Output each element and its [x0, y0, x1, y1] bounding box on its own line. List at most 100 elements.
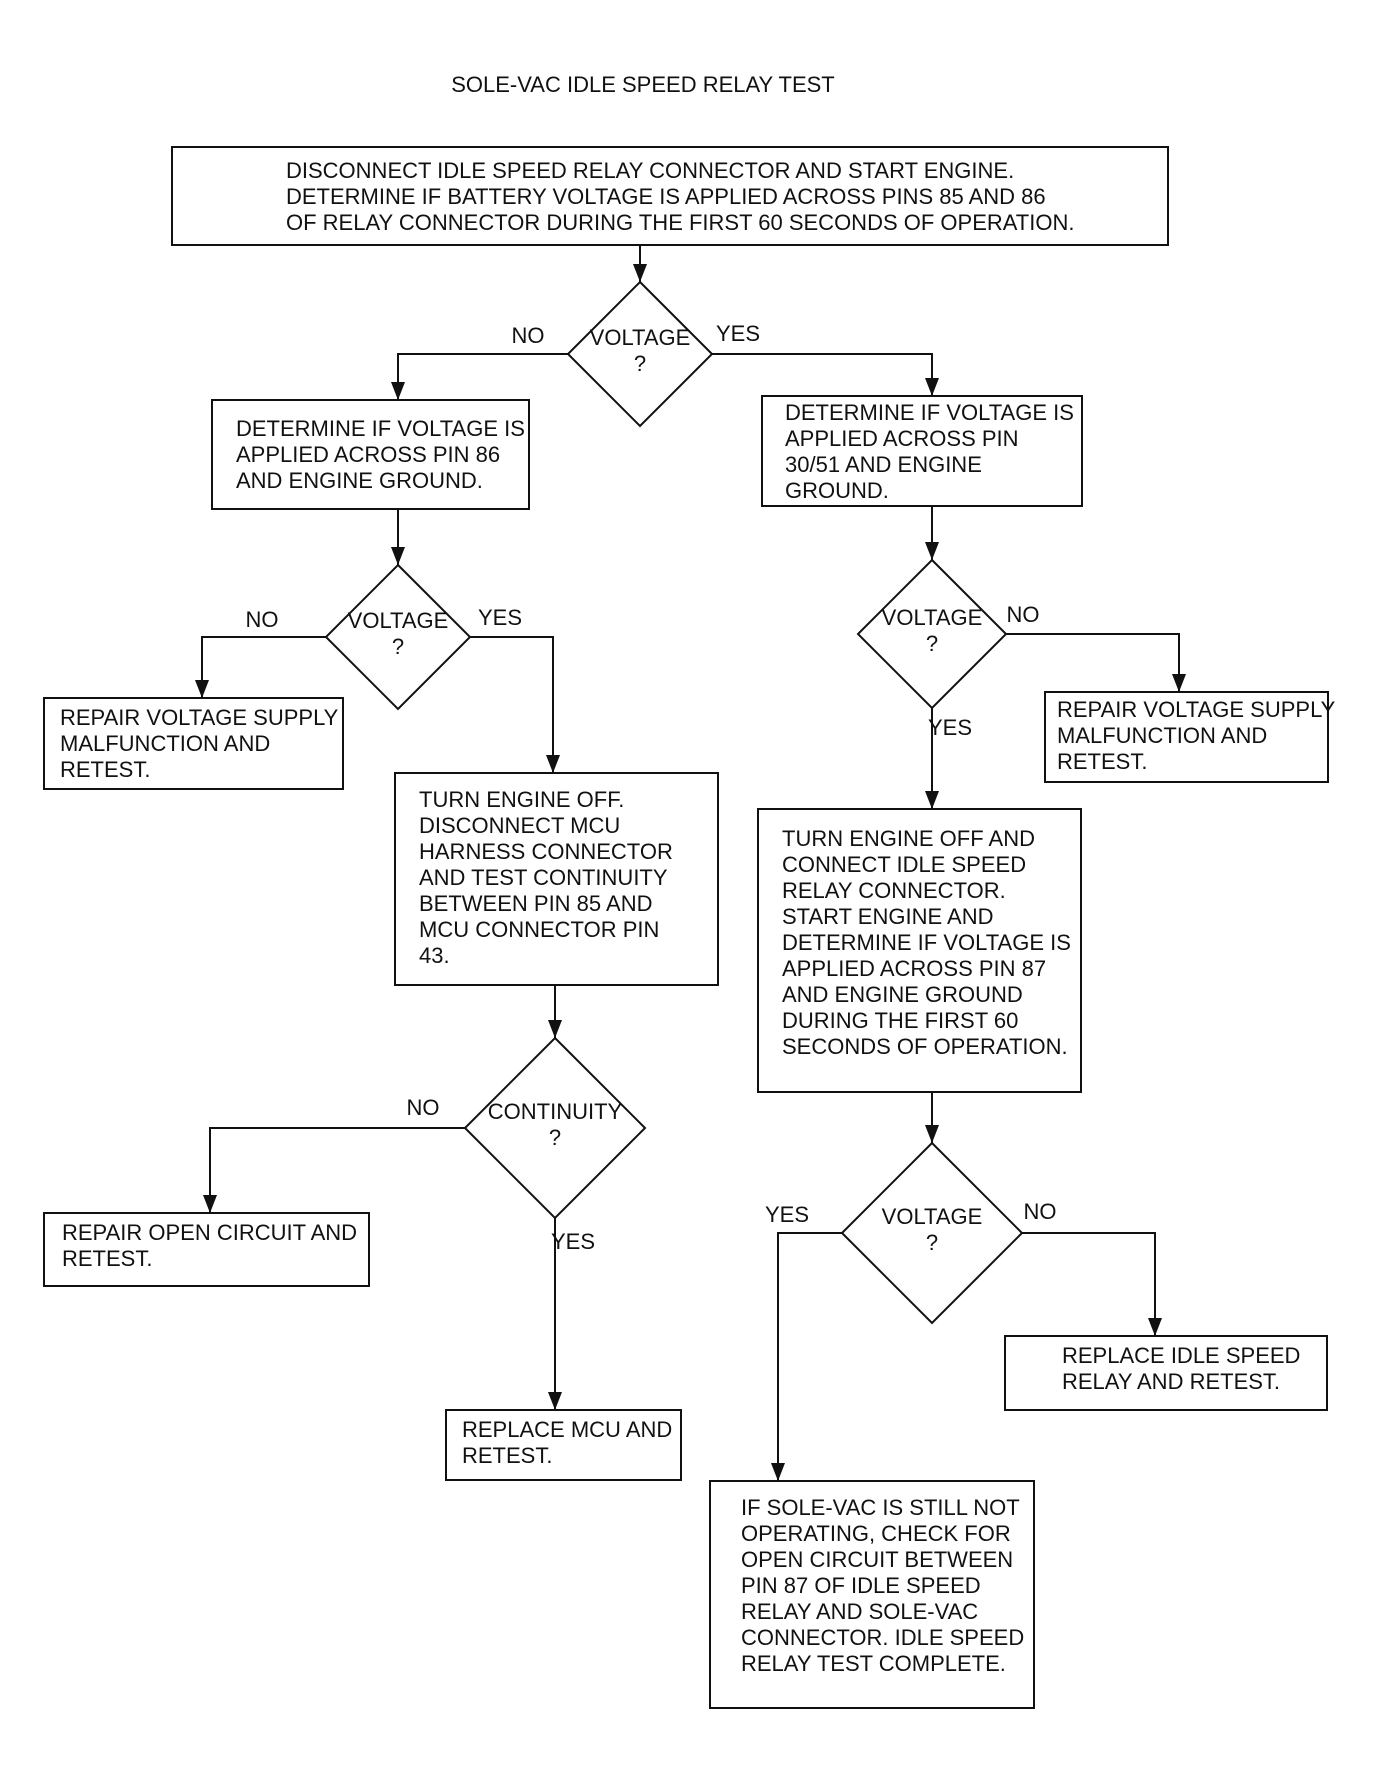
process-box	[1044, 691, 1329, 783]
node-d1: VOLTAGE?	[566, 280, 714, 428]
edge-label-d2-no: NO	[246, 607, 279, 632]
flowchart-nodes: DISCONNECT IDLE SPEED RELAY CONNECTOR AN…	[43, 146, 1336, 1709]
node-text-line: RELAY TEST COMPLETE.	[741, 1651, 1006, 1676]
connector-line	[470, 636, 554, 773]
decision-text-line: VOLTAGE	[590, 325, 691, 350]
node-text-line: OF RELAY CONNECTOR DURING THE FIRST 60 S…	[286, 210, 1074, 235]
node-text-line: DETERMINE IF VOLTAGE IS	[785, 400, 1074, 425]
connector-line	[397, 353, 568, 400]
node-text-line: BETWEEN PIN 85 AND	[419, 891, 653, 916]
arrowhead	[925, 542, 939, 560]
arrowhead	[925, 1125, 939, 1143]
arrowhead	[391, 547, 405, 565]
decision-text-line: ?	[549, 1125, 561, 1150]
decision-diamond	[463, 1036, 647, 1220]
node-text-line: DURING THE FIRST 60	[782, 1008, 1018, 1033]
process-box	[445, 1409, 682, 1481]
node-text-line: HARNESS CONNECTOR	[419, 839, 673, 864]
edge-label-d5-no: NO	[1024, 1199, 1057, 1224]
node-text-line: REPAIR VOLTAGE SUPPLY	[1057, 697, 1336, 722]
node-text-line: REPLACE MCU AND	[462, 1417, 672, 1442]
edge-label-d4-no: NO	[407, 1095, 440, 1120]
node-text-line: TURN ENGINE OFF AND	[782, 826, 1035, 851]
node-text-line: CONNECT IDLE SPEED	[782, 852, 1026, 877]
node-text-line: AND ENGINE GROUND	[782, 982, 1023, 1007]
node-text-line: RETEST.	[60, 757, 150, 782]
decision-text-line: CONTINUITY	[488, 1099, 623, 1124]
node-text-line: RETEST.	[1057, 749, 1147, 774]
arrowhead	[548, 1392, 562, 1410]
node-text-line: RELAY AND RETEST.	[1062, 1369, 1280, 1394]
connector-line	[201, 636, 326, 698]
decision-text-line: ?	[634, 351, 646, 376]
node-start: DISCONNECT IDLE SPEED RELAY CONNECTOR AN…	[171, 146, 1169, 246]
node-text-line: REPLACE IDLE SPEED	[1062, 1343, 1300, 1368]
decision-diamond	[856, 558, 1008, 710]
arrowhead	[1172, 674, 1186, 692]
node-text-line: START ENGINE AND	[782, 904, 994, 929]
node-d5: VOLTAGE?	[840, 1141, 1024, 1325]
node-text-line: OPERATING, CHECK FOR	[741, 1521, 1011, 1546]
node-text-line: 43.	[419, 943, 450, 968]
decision-diamond	[566, 280, 714, 428]
arrowhead	[203, 1195, 217, 1213]
node-text-line: APPLIED ACROSS PIN	[785, 426, 1019, 451]
decision-text-line: VOLTAGE	[348, 608, 449, 633]
node-text-line: AND TEST CONTINUITY	[419, 865, 668, 890]
node-text-line: OPEN CIRCUIT BETWEEN	[741, 1547, 1013, 1572]
arrowhead	[548, 1020, 562, 1038]
process-box	[394, 772, 719, 986]
node-text-line: AND ENGINE GROUND.	[236, 468, 483, 493]
edge-label-d3-no: NO	[1007, 602, 1040, 627]
node-text-line: 30/51 AND ENGINE	[785, 452, 982, 477]
edge-label-d2-yes: YES	[478, 605, 522, 630]
process-box	[171, 146, 1169, 246]
process-box	[761, 395, 1083, 507]
node-text-line: MALFUNCTION AND	[1057, 723, 1267, 748]
arrowhead	[925, 378, 939, 396]
decision-text-line: ?	[392, 634, 404, 659]
node-text-line: DISCONNECT MCU	[419, 813, 620, 838]
process-box	[1004, 1335, 1328, 1411]
node-text-line: PIN 87 OF IDLE SPEED	[741, 1573, 981, 1598]
node-text-line: RELAY CONNECTOR.	[782, 878, 1006, 903]
connector-line	[712, 353, 933, 396]
node-text-line: DETERMINE IF VOLTAGE IS	[236, 416, 525, 441]
node-text-line: MCU CONNECTOR PIN	[419, 917, 659, 942]
process-box	[211, 399, 530, 510]
connector-line	[777, 1232, 842, 1481]
node-text-line: GROUND.	[785, 478, 889, 503]
process-box	[43, 1212, 370, 1287]
arrowhead	[391, 382, 405, 400]
arrowhead	[195, 680, 209, 698]
decision-text-line: ?	[926, 631, 938, 656]
connector-line	[209, 1127, 465, 1213]
process-box	[757, 808, 1082, 1093]
node-d3: VOLTAGE?	[856, 558, 1008, 710]
node-text-line: REPAIR VOLTAGE SUPPLY	[60, 705, 339, 730]
node-text-line: RETEST.	[62, 1246, 152, 1271]
process-box	[709, 1480, 1035, 1709]
node-text-line: RELAY AND SOLE-VAC	[741, 1599, 978, 1624]
node-d2: VOLTAGE?	[324, 563, 472, 711]
arrowhead	[925, 791, 939, 809]
edge-label-d1-no: NO	[512, 323, 545, 348]
node-text-line: DETERMINE IF BATTERY VOLTAGE IS APPLIED …	[286, 184, 1046, 209]
node-text-line: CONNECTOR. IDLE SPEED	[741, 1625, 1024, 1650]
node-d4: CONTINUITY?	[463, 1036, 647, 1220]
node-text-line: REPAIR OPEN CIRCUIT AND	[62, 1220, 357, 1245]
decision-text-line: VOLTAGE	[882, 1204, 983, 1229]
node-text-line: APPLIED ACROSS PIN 86	[236, 442, 500, 467]
decision-text-line: ?	[926, 1230, 938, 1255]
node-text-line: DISCONNECT IDLE SPEED RELAY CONNECTOR AN…	[286, 158, 1014, 183]
decision-diamond	[324, 563, 472, 711]
node-text-line: DETERMINE IF VOLTAGE IS	[782, 930, 1071, 955]
